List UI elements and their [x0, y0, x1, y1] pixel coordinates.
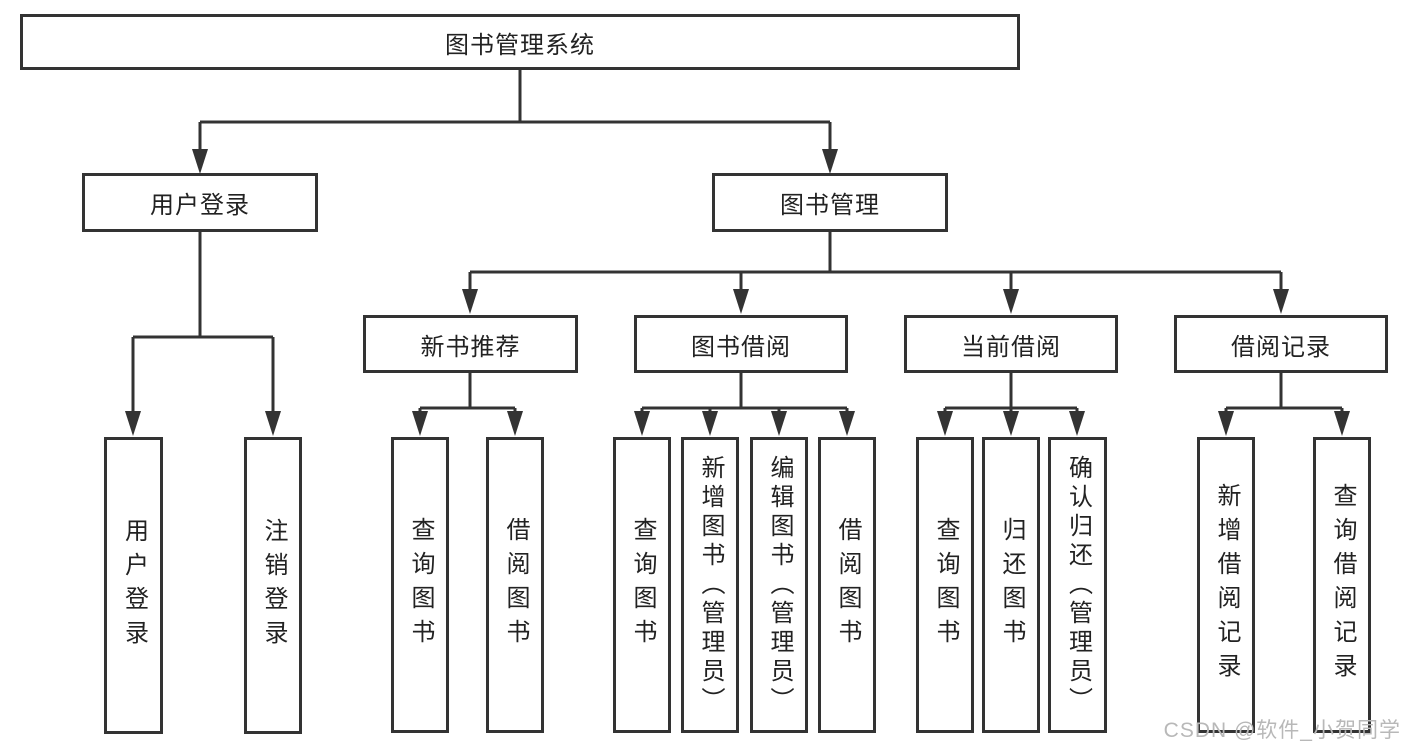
arrowheads [125, 149, 1350, 436]
leaf-borrowing-edit-book-admin-label: 编辑图书（管理员） [766, 454, 793, 716]
leaf-logout-label: 注销登录 [260, 517, 287, 654]
leaf-current-return-books: 归还图书 [982, 437, 1040, 733]
leaf-newbooks-borrow-books: 借阅图书 [486, 437, 544, 733]
leaf-borrowing-query-books: 查询图书 [613, 437, 671, 733]
node-book-management-label: 图书管理 [780, 192, 880, 219]
node-root: 图书管理系统 [20, 14, 1020, 70]
node-user-login-label: 用户登录 [150, 192, 250, 219]
node-borrowing-records-label: 借阅记录 [1231, 333, 1331, 361]
node-new-book-recommendation-label: 新书推荐 [420, 333, 521, 361]
node-book-borrowing: 图书借阅 [634, 315, 848, 373]
node-borrowing-records: 借阅记录 [1174, 315, 1388, 373]
leaf-logout: 注销登录 [244, 437, 302, 734]
node-new-book-recommendation: 新书推荐 [363, 315, 578, 373]
leaf-records-add-record: 新增借阅记录 [1197, 437, 1255, 733]
leaf-borrowing-add-book-admin: 新增图书（管理员） [681, 437, 739, 733]
node-current-borrowing-label: 当前借阅 [961, 333, 1061, 361]
leaf-records-add-record-label: 新增借阅记录 [1213, 483, 1240, 687]
csdn-watermark: CSDN @软件_小贺同学 [1163, 719, 1401, 742]
leaf-newbooks-query-books-label: 查询图书 [407, 517, 434, 653]
leaf-current-query-books: 查询图书 [916, 437, 974, 733]
leaf-records-query-record-label: 查询借阅记录 [1329, 483, 1356, 687]
node-current-borrowing: 当前借阅 [904, 315, 1118, 373]
leaf-borrowing-edit-book-admin: 编辑图书（管理员） [750, 437, 808, 733]
leaf-current-query-books-label: 查询图书 [932, 517, 959, 653]
node-book-borrowing-label: 图书借阅 [691, 333, 791, 361]
leaf-newbooks-query-books: 查询图书 [391, 437, 449, 733]
leaf-borrowing-borrow-books-label: 借阅图书 [834, 517, 861, 653]
leaf-current-confirm-return-admin: 确认归还（管理员） [1048, 437, 1107, 733]
leaf-user-login-label: 用户登录 [120, 517, 148, 654]
leaf-borrowing-query-books-label: 查询图书 [629, 517, 656, 653]
node-root-label: 图书管理系统 [445, 31, 595, 59]
leaf-user-login: 用户登录 [104, 437, 163, 734]
leaf-current-confirm-return-admin-label: 确认归还（管理员） [1064, 454, 1092, 716]
leaf-borrowing-borrow-books: 借阅图书 [818, 437, 876, 733]
leaf-borrowing-add-book-admin-label: 新增图书（管理员） [697, 454, 724, 716]
leaf-current-return-books-label: 归还图书 [998, 517, 1025, 653]
node-book-management: 图书管理 [712, 173, 948, 232]
node-user-login: 用户登录 [82, 173, 318, 232]
leaf-records-query-record: 查询借阅记录 [1313, 437, 1371, 733]
leaf-newbooks-borrow-books-label: 借阅图书 [502, 517, 529, 653]
